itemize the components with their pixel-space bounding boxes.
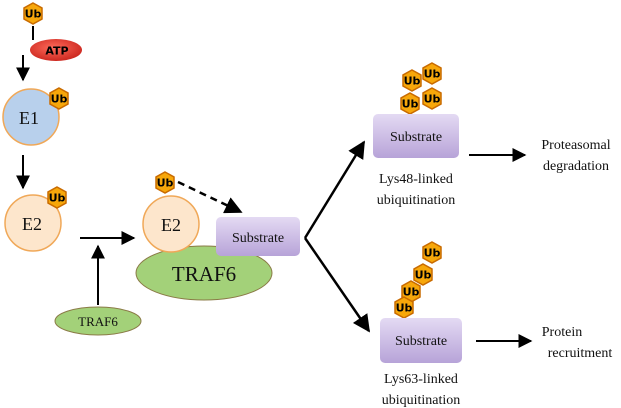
svg-text:Ub: Ub: [49, 192, 66, 205]
lys48-linkage-line2: ubiquitination: [377, 193, 456, 208]
svg-text:Ub: Ub: [51, 93, 68, 106]
svg-text:Ub: Ub: [424, 68, 441, 81]
traf6-small-label: TRAF6: [78, 314, 118, 329]
recruitment-line2: recruitment: [548, 346, 613, 361]
e2-node-complex: E2: [142, 195, 200, 253]
svg-text:Substrate: Substrate: [390, 130, 442, 145]
ub-icon-e2-complex: Ub: [155, 171, 175, 194]
branch-arrow-lys48: [303, 140, 366, 239]
branch-arrow-lys63: [303, 237, 371, 333]
traf6-node-free: TRAF6: [54, 306, 142, 336]
svg-text:Ub: Ub: [415, 269, 432, 282]
lys48-linkage-line1: Lys48-linked: [379, 172, 453, 187]
e2-label: E2: [22, 214, 42, 234]
substrate-node-lys48: Substrate: [373, 114, 459, 158]
ub-icon-free: Ub: [23, 2, 43, 25]
e1-node: E1: [2, 88, 60, 146]
recruitment-line1: Protein: [542, 325, 582, 340]
ub-icon-e2-left: Ub: [47, 186, 67, 209]
svg-text:Ub: Ub: [396, 302, 413, 315]
degradation-line2: degradation: [543, 159, 609, 174]
ub-label: Ub: [25, 8, 42, 21]
traf6-large-label: TRAF6: [172, 262, 236, 286]
substrate-label: Substrate: [232, 231, 284, 246]
svg-text:Ub: Ub: [402, 98, 419, 111]
svg-text:Ub: Ub: [157, 177, 174, 190]
ub-chain-lys48: Ub Ub Ub Ub: [400, 62, 442, 115]
traf6-node-complex: TRAF6: [135, 245, 273, 301]
svg-text:E2: E2: [161, 215, 181, 235]
lys63-linkage-line1: Lys63-linked: [384, 372, 458, 387]
atp-label: ATP: [45, 45, 68, 58]
e1-label: E1: [19, 108, 39, 128]
e2-node-left: E2: [4, 194, 62, 252]
svg-text:Ub: Ub: [403, 286, 420, 299]
svg-text:Ub: Ub: [404, 75, 421, 88]
svg-text:Substrate: Substrate: [395, 334, 447, 349]
substrate-node-center: Substrate: [216, 217, 300, 256]
atp-badge: ATP: [30, 39, 82, 61]
svg-text:Ub: Ub: [424, 93, 441, 106]
substrate-node-lys63: Substrate: [380, 318, 462, 363]
ub-chain-lys63: Ub Ub Ub Ub: [394, 241, 442, 319]
ub-icon-e1: Ub: [49, 87, 69, 110]
degradation-line1: Proteasomal: [541, 138, 610, 153]
svg-text:Ub: Ub: [424, 247, 441, 260]
lys63-linkage-line2: ubiquitination: [382, 393, 461, 408]
